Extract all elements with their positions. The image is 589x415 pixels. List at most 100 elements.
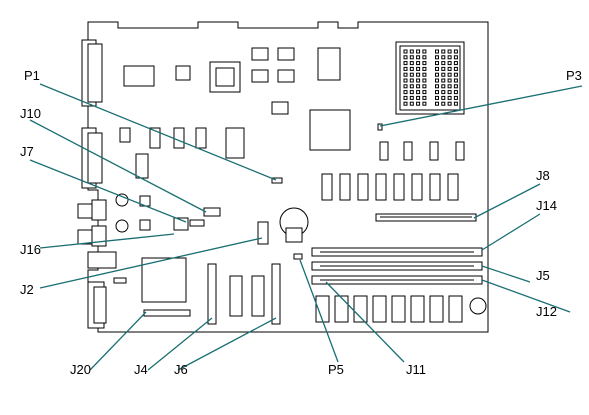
socket-pin bbox=[403, 55, 408, 60]
socket-pin bbox=[447, 61, 452, 66]
memory-chip bbox=[448, 295, 463, 323]
socket-pin bbox=[416, 61, 421, 66]
socket-pin bbox=[435, 61, 439, 66]
capacitor bbox=[469, 297, 487, 315]
memory-chip bbox=[357, 173, 369, 201]
socket-pin bbox=[403, 90, 408, 95]
socket-pin bbox=[403, 72, 408, 77]
socket-pin bbox=[435, 90, 439, 95]
socket-pin bbox=[403, 78, 408, 83]
label-j6: J6 bbox=[174, 362, 188, 377]
socket-pin bbox=[409, 78, 414, 83]
socket-pin bbox=[447, 55, 452, 60]
socket-pin bbox=[422, 61, 427, 66]
socket-pin bbox=[441, 66, 446, 71]
socket-pin bbox=[441, 55, 446, 60]
socket-pin bbox=[441, 61, 446, 66]
socket-pin bbox=[422, 101, 427, 106]
leader-lines bbox=[29, 83, 583, 371]
socket-pin bbox=[403, 61, 408, 66]
memory-chip bbox=[447, 173, 459, 201]
memory-chip bbox=[411, 173, 423, 201]
j8-slot bbox=[375, 213, 477, 222]
socket-pin bbox=[447, 95, 452, 100]
middle-chips bbox=[119, 109, 465, 184]
socket-pin bbox=[422, 78, 427, 83]
socket-pin bbox=[422, 55, 427, 60]
socket-pin bbox=[416, 90, 421, 95]
label-j14: J14 bbox=[536, 198, 557, 213]
cpu-socket bbox=[395, 41, 465, 115]
socket-pin bbox=[453, 84, 458, 89]
socket-pin bbox=[453, 90, 458, 95]
socket-pin bbox=[447, 78, 452, 83]
socket-pin bbox=[422, 49, 427, 54]
socket-pin bbox=[447, 72, 452, 77]
label-j20: J20 bbox=[70, 362, 91, 377]
label-j11: J11 bbox=[406, 362, 426, 377]
memory-slots bbox=[311, 247, 483, 285]
socket-pin bbox=[435, 72, 439, 77]
label-j7: J7 bbox=[20, 144, 34, 159]
socket-pin bbox=[435, 95, 439, 100]
memory-chip bbox=[393, 173, 405, 201]
socket-pin bbox=[441, 78, 446, 83]
top-chips bbox=[123, 47, 341, 115]
socket-pin bbox=[403, 101, 408, 106]
socket-pin bbox=[416, 101, 421, 106]
socket-pin bbox=[453, 101, 458, 106]
label-j8: J8 bbox=[536, 168, 550, 183]
memory-chip bbox=[375, 173, 387, 201]
socket-pin bbox=[453, 72, 458, 77]
socket-pin bbox=[409, 72, 414, 77]
socket-pin bbox=[453, 95, 458, 100]
socket-pin bbox=[453, 55, 458, 60]
chip-row-lower bbox=[315, 295, 463, 323]
chip-row-upper bbox=[321, 173, 459, 201]
label-p1: P1 bbox=[24, 68, 40, 83]
socket-pin bbox=[416, 84, 421, 89]
memory-chip bbox=[334, 295, 349, 323]
left-port-connectors bbox=[77, 39, 117, 329]
socket-pin bbox=[441, 49, 446, 54]
label-j5: J5 bbox=[536, 268, 550, 283]
socket-pin bbox=[422, 72, 427, 77]
memory-chip bbox=[339, 173, 351, 201]
socket-pin bbox=[416, 49, 421, 54]
label-j4: J4 bbox=[134, 362, 148, 377]
socket-pin bbox=[416, 78, 421, 83]
socket-pin bbox=[435, 66, 439, 71]
socket-pin bbox=[435, 49, 439, 54]
label-p3: P3 bbox=[566, 68, 582, 83]
socket-pin bbox=[441, 95, 446, 100]
socket-pin bbox=[441, 72, 446, 77]
socket-pin bbox=[403, 84, 408, 89]
socket-pin bbox=[441, 101, 446, 106]
socket-pin bbox=[416, 66, 421, 71]
socket-pin bbox=[447, 90, 452, 95]
socket-pin bbox=[453, 78, 458, 83]
socket-pin bbox=[422, 90, 427, 95]
socket-pin bbox=[409, 84, 414, 89]
socket-pin bbox=[403, 66, 408, 71]
memory-chip bbox=[429, 295, 444, 323]
socket-pin bbox=[447, 49, 452, 54]
socket-pin bbox=[409, 101, 414, 106]
socket-pin bbox=[435, 101, 439, 106]
label-j2: J2 bbox=[20, 282, 34, 297]
socket-pin bbox=[416, 55, 421, 60]
memory-chip bbox=[321, 173, 333, 201]
socket-pin bbox=[435, 55, 439, 60]
label-j16: J16 bbox=[20, 242, 41, 257]
socket-pin bbox=[435, 78, 439, 83]
socket-pin bbox=[422, 84, 427, 89]
socket-pin bbox=[453, 49, 458, 54]
socket-pin bbox=[409, 61, 414, 66]
socket-pin bbox=[441, 84, 446, 89]
lower-chips bbox=[141, 257, 281, 325]
socket-pin bbox=[416, 95, 421, 100]
socket-pin bbox=[409, 66, 414, 71]
label-p5: P5 bbox=[328, 362, 344, 377]
socket-pin bbox=[416, 72, 421, 77]
